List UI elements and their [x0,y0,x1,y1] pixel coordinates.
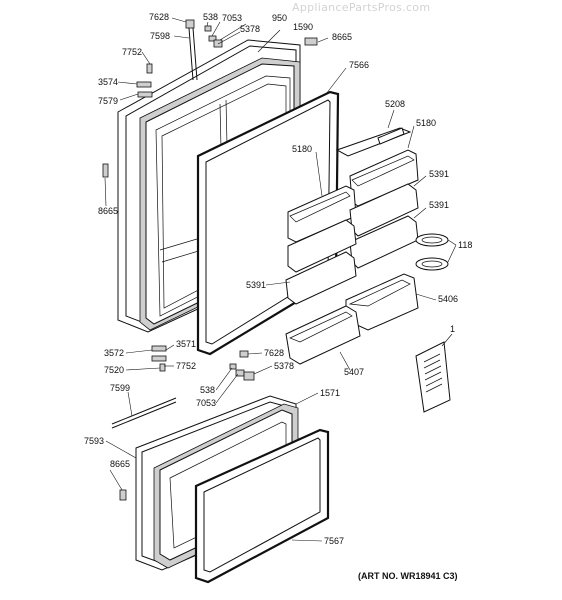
label-7520: 7520 [104,365,124,375]
label-7053-upper: 7053 [222,13,242,23]
label-8665-top: 8665 [332,32,352,42]
bin-5407 [285,305,361,365]
label-8665-lower: 8665 [110,459,130,469]
lower-door-gasket [194,428,330,584]
dairy-door-top [335,127,412,157]
label-5208: 5208 [385,99,405,109]
label-7599: 7599 [110,383,130,393]
leader-lines [104,17,457,542]
label-5391-a: 5391 [429,169,449,179]
label-1: 1 [450,324,455,334]
label-538-upper: 538 [203,12,218,22]
label-5391-c: 5391 [246,280,266,290]
label-5180-right: 5180 [416,118,436,128]
label-7628-upper: 7628 [149,12,169,22]
label-7598: 7598 [150,31,170,41]
label-5406: 5406 [438,294,458,304]
watermark-text: AppliancePartsPros.com [292,1,431,14]
label-5391-b: 5391 [429,200,449,210]
literature-manual-1 [415,341,451,413]
label-1571: 1571 [320,388,340,398]
label-538-lower: 538 [200,385,215,395]
label-8665-side: 8665 [98,206,118,216]
label-950: 950 [272,13,287,23]
label-1590: 1590 [293,22,313,32]
lower-hinge-parts [111,345,255,501]
label-7752-lower: 7752 [176,361,196,371]
label-5378-lower: 5378 [274,361,294,371]
label-3572: 3572 [104,348,124,358]
label-7566: 7566 [349,60,369,70]
label-7628-lower: 7628 [264,348,284,358]
label-7053-lower: 7053 [196,398,216,408]
art-number: (ART NO. WR18941 C3) [358,571,458,581]
label-5407: 5407 [344,367,364,377]
egg-tray-118 [415,233,449,271]
label-7567: 7567 [324,536,344,546]
callout-labels: 7628 538 7053 950 5378 1590 8665 7598 77… [84,12,472,546]
label-118: 118 [458,240,472,250]
label-7579: 7579 [98,96,118,106]
upper-hinge-parts [102,19,318,178]
bin-5391-left-a [287,219,357,273]
label-5378-upper: 5378 [240,24,260,34]
label-7593: 7593 [84,436,104,446]
label-7752-upper: 7752 [122,47,142,57]
label-5180-left: 5180 [292,144,312,154]
label-3574: 3574 [98,77,118,87]
bin-5391-left-b [285,251,357,305]
label-3571: 3571 [176,339,196,349]
